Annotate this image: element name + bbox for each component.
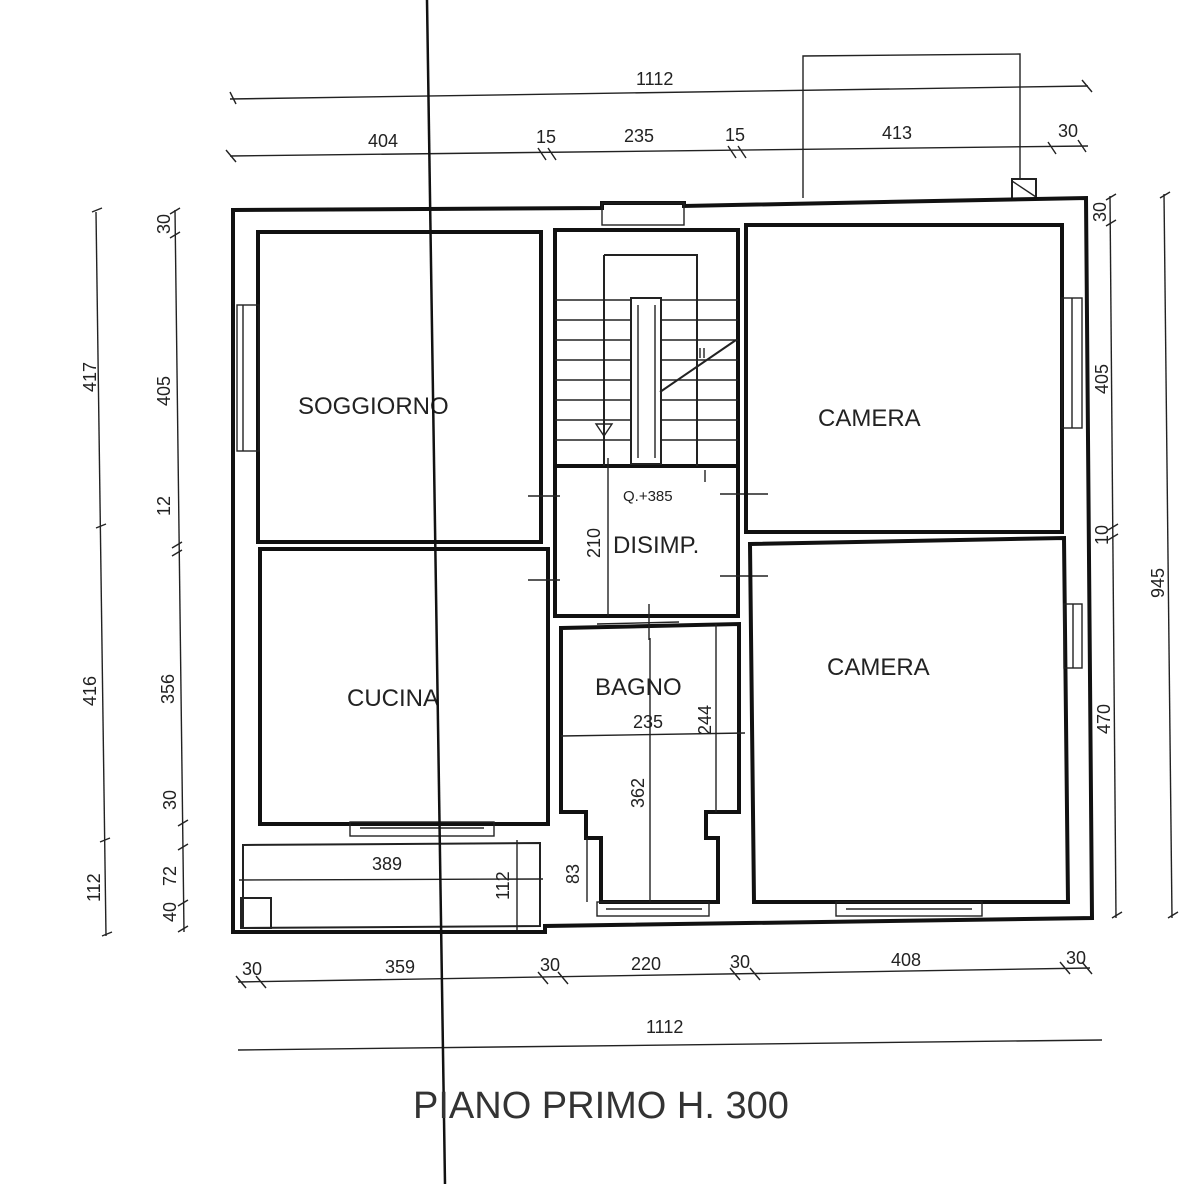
dim-bottom-total: 1112 [646, 1017, 683, 1037]
dim-top-15b: 15 [725, 125, 745, 145]
dim-left-356: 356 [158, 674, 178, 704]
dim-top-235: 235 [624, 126, 654, 146]
dim-top-404: 404 [368, 131, 398, 151]
room-label-cucina: CUCINA [347, 685, 439, 712]
stairs [553, 228, 740, 482]
top-dimension-lines [225, 79, 1093, 163]
dim-bottom-30d: 30 [1066, 948, 1086, 968]
room-label-disimp: DISIMP. [613, 532, 699, 559]
dim-top-total: 1112 [636, 69, 673, 89]
dim-right-10: 10 [1092, 525, 1112, 545]
dim-bottom-30a: 30 [242, 959, 262, 979]
chimney-outline [802, 53, 1037, 200]
dim-bagno-244: 244 [695, 705, 715, 735]
dim-bagno-235: 235 [633, 712, 663, 732]
dim-disimp-210: 210 [584, 528, 604, 558]
dim-bottom-30b: 30 [540, 955, 560, 975]
dim-left-417: 417 [80, 362, 100, 392]
dim-top-413: 413 [882, 123, 912, 143]
room-label-camera-top: CAMERA [818, 405, 921, 432]
dim-bagno-362: 362 [628, 778, 648, 808]
dim-left-416: 416 [80, 676, 100, 706]
plan-title: PIANO PRIMO H. 300 [413, 1085, 789, 1127]
dim-right-470: 470 [1094, 704, 1114, 734]
dim-left-12: 12 [154, 496, 174, 516]
room-camera-top [744, 223, 1083, 534]
dim-balcony-112: 112 [493, 871, 513, 900]
dim-balcony-389: 389 [372, 854, 402, 874]
room-cucina [258, 547, 550, 837]
dim-left-30a: 30 [154, 214, 174, 234]
dim-left-40: 40 [160, 902, 180, 922]
dim-left-72: 72 [160, 866, 180, 886]
room-soggiorno [236, 230, 543, 544]
bottom-dimension-lines [235, 961, 1103, 1051]
left-dimension-lines [91, 207, 189, 937]
dim-small-83: 83 [563, 864, 583, 884]
vertical-reference-line [425, 0, 447, 1184]
dim-top-30: 30 [1058, 121, 1078, 141]
room-label-soggiorno: SOGGIORNO [298, 393, 449, 420]
room-camera-bottom [747, 535, 1083, 917]
dim-bottom-30c: 30 [730, 952, 750, 972]
dim-right-945: 945 [1148, 568, 1168, 598]
dim-left-112: 112 [84, 873, 104, 902]
dim-bottom-359: 359 [385, 957, 415, 977]
right-dimension-lines [1105, 191, 1179, 919]
dim-bottom-408: 408 [891, 950, 921, 970]
dim-left-405: 405 [154, 376, 174, 406]
dim-right-30: 30 [1090, 202, 1110, 222]
room-label-quota: Q.+385 [623, 488, 673, 505]
room-label-camera-bottom: CAMERA [827, 654, 930, 681]
room-bagno [559, 604, 746, 917]
dim-bottom-220: 220 [631, 954, 661, 974]
room-label-bagno: BAGNO [595, 674, 682, 701]
dim-top-15a: 15 [536, 127, 556, 147]
dim-right-405: 405 [1092, 364, 1112, 394]
dim-left-30b: 30 [160, 790, 180, 810]
